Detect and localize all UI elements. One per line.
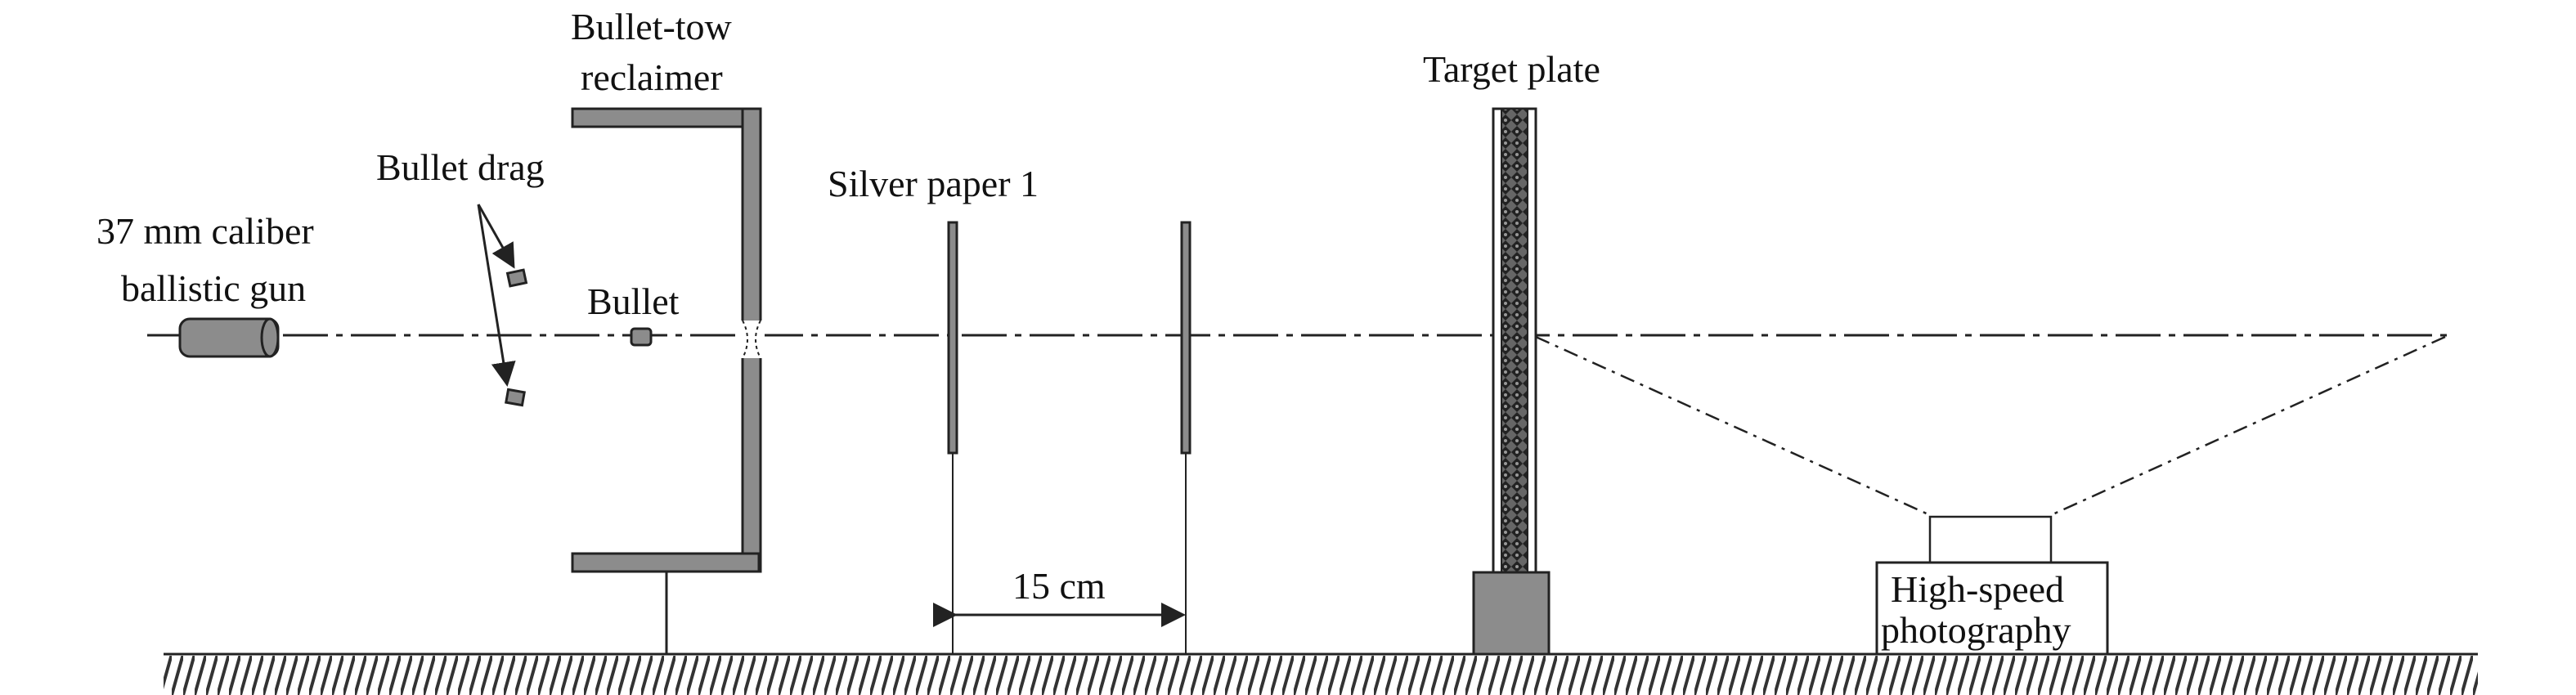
distance-label: 15 cm — [1012, 565, 1106, 607]
camera-label-line2: photography — [1881, 609, 2071, 651]
ballistic-gun — [178, 317, 280, 358]
bullet-drag-pieces — [505, 268, 528, 407]
target-plate — [1472, 107, 1551, 656]
high-speed-camera — [1875, 515, 2109, 656]
camera-field-of-view — [1535, 335, 2446, 517]
silver-paper-label: Silver paper 1 — [828, 163, 1039, 204]
silver-paper-2 — [1180, 221, 1192, 654]
bullet-tow-reclaimer — [571, 107, 765, 654]
camera-label-line1: High-speed — [1891, 568, 2064, 610]
target-plate-label: Target plate — [1423, 48, 1600, 90]
silver-paper-1 — [947, 221, 958, 654]
gun-label-line2: ballistic gun — [121, 267, 306, 309]
ground — [164, 652, 2478, 695]
bullet — [630, 327, 653, 347]
bullet-label: Bullet — [587, 280, 680, 322]
reclaimer-label-line2: reclaimer — [581, 56, 723, 98]
reclaimer-label-line1: Bullet-tow — [571, 6, 733, 47]
gun-label-line1: 37 mm caliber — [96, 210, 314, 252]
bullet-drag-label: Bullet drag — [376, 146, 545, 188]
bullet-drag-pointers — [477, 204, 516, 387]
